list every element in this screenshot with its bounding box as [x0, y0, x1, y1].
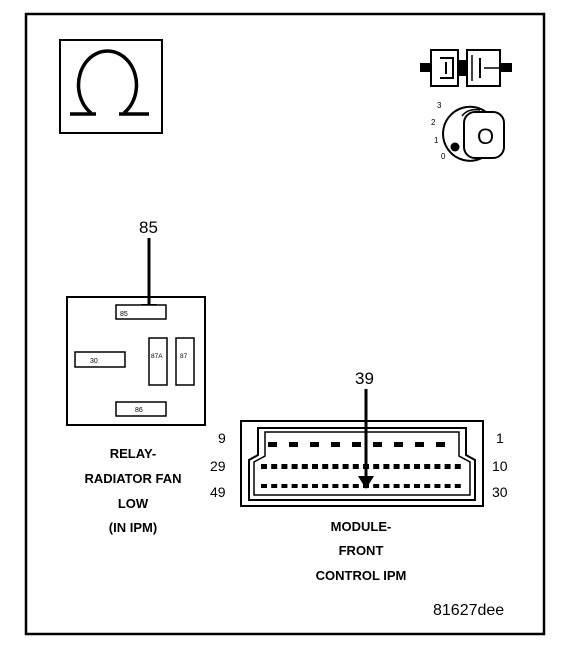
connector-pin-cavity [291, 464, 298, 469]
connector-pin-cavity [312, 464, 318, 469]
connector-pin-cavity [261, 484, 267, 488]
relay-pin-87a [148, 337, 168, 386]
connector-pin-cavity [331, 442, 340, 447]
diagram-frame [24, 12, 546, 636]
module-caption-line-2: FRONT [339, 543, 384, 558]
relay-pin-86-label: 86 [135, 407, 143, 414]
connector-pin-cavity [373, 442, 382, 447]
connector-pin-cavity [424, 484, 431, 488]
connector-pin-cavity [271, 484, 278, 488]
relay-caption-line-1: RELAY- [110, 446, 156, 461]
connector-pin-cavity [312, 484, 318, 488]
connector-pin-cavity [383, 464, 390, 469]
connector-pin-cavity [301, 464, 308, 469]
connector-pin-cavity [454, 464, 461, 469]
relay-pin-87 [175, 337, 195, 386]
connector-pin-cavity [373, 464, 380, 469]
ignition-pos-1: 1 [434, 136, 439, 145]
connector-pin-cavity [454, 484, 461, 488]
ignition-pos-0: 0 [441, 152, 446, 161]
ignition-key-label: O [477, 124, 494, 149]
relay-caption-line-4: (IN IPM) [109, 520, 157, 535]
module-row2-right-number: 10 [492, 458, 508, 474]
relay-probe: 85 [139, 218, 158, 317]
connector-pin-cavity [393, 464, 400, 469]
relay-pin-87-label: 87 [180, 353, 188, 360]
connector-pin-cavity [271, 464, 278, 469]
connector-pin-cavity [373, 484, 380, 488]
module-row1-left-number: 9 [218, 430, 226, 446]
connector-pin-cavity [281, 484, 288, 488]
connector-pin-cavity [342, 464, 349, 469]
connector-pin-cavity [434, 464, 441, 469]
connector-pin-cavity [434, 484, 441, 488]
ignition-switch-icon: O 3 2 1 0 [431, 101, 505, 162]
ignition-off-marker [450, 142, 460, 152]
connector-pin-cavity [383, 484, 390, 488]
relay-pin-86 [115, 401, 167, 417]
relay-pin-85 [115, 304, 167, 320]
connector-pin-cavity [414, 464, 420, 469]
connector-pin-cavity [261, 464, 267, 469]
relay-body: 85 30 87A 87 86 [66, 296, 206, 426]
module-pin-array [261, 442, 461, 488]
ohm-meter-icon [59, 39, 163, 134]
relay-caption-line-3: LOW [118, 496, 149, 511]
connector-pin-cavity [332, 484, 339, 488]
connector-pin-cavity [352, 442, 361, 447]
relay-pin-30 [74, 351, 126, 368]
module-row3-right-number: 30 [492, 484, 508, 500]
connector-pin-cavity [289, 442, 298, 447]
ignition-pos-2: 2 [431, 118, 436, 127]
connector-pin-cavity [342, 484, 349, 488]
disconnected-connector-icon [420, 49, 512, 87]
relay-caption: RELAY- RADIATOR FAN LOW (IN IPM) [84, 446, 181, 535]
connector-pin-cavity [424, 464, 431, 469]
connector-pin-cavity [310, 442, 319, 447]
connector-pin-cavity [268, 442, 277, 447]
connector-pin-cavity [352, 464, 359, 469]
connector-pin-cavity [415, 442, 424, 447]
module-probe-pin-label: 39 [355, 369, 374, 388]
connector-pin-cavity [322, 484, 329, 488]
module-connector [240, 420, 484, 507]
module-row2-left-number: 29 [210, 458, 226, 474]
module-row3-left-number: 49 [210, 484, 226, 500]
connector-pin-cavity [394, 442, 403, 447]
relay-caption-line-2: RADIATOR FAN [84, 471, 181, 486]
connector-pin-cavity [444, 464, 451, 469]
module-row1-right-number: 1 [496, 430, 504, 446]
connector-pin-cavity [322, 464, 329, 469]
figure-id: 81627dee [433, 602, 504, 619]
relay-pin-85-label: 85 [120, 311, 128, 318]
module-caption-line-1: MODULE- [331, 519, 392, 534]
connector-pin-cavity [291, 484, 298, 488]
connector-pin-cavity [352, 484, 359, 488]
connector-pin-cavity [414, 484, 420, 488]
connector-pin-cavity [332, 464, 339, 469]
module-caption: MODULE- FRONT CONTROL IPM [316, 519, 407, 583]
ignition-pos-3: 3 [437, 101, 442, 110]
relay-probe-pin-label: 85 [139, 218, 158, 237]
connector-pin-cavity [281, 464, 288, 469]
module-probe: 39 [355, 369, 374, 489]
relay-pin-87a-label: 87A [151, 353, 163, 360]
connector-pin-cavity [403, 464, 410, 469]
connector-pin-cavity [436, 442, 445, 447]
module-caption-line-3: CONTROL IPM [316, 568, 407, 583]
connector-pin-cavity [403, 484, 410, 488]
relay-pin-30-label: 30 [90, 358, 98, 365]
connector-pin-cavity [444, 484, 451, 488]
connector-pin-cavity [393, 484, 400, 488]
connector-pin-cavity [301, 484, 308, 488]
